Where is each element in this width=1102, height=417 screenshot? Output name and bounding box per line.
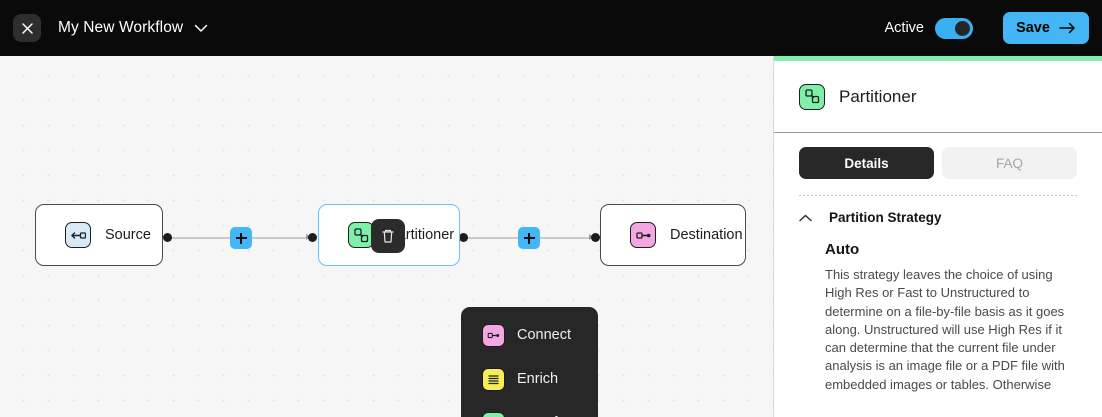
chevron-down-icon [194, 24, 208, 32]
menu-item-enrich-label: Enrich [517, 371, 559, 387]
node-destination[interactable]: Destination [600, 204, 746, 266]
panel-accent-bar [774, 56, 1102, 61]
partitioner-node-icon [348, 222, 374, 248]
panel-header: Partitioner [774, 61, 1102, 133]
node-partitioner[interactable]: Partitioner [318, 204, 460, 266]
save-button[interactable]: Save [1003, 12, 1089, 44]
source-output-handle[interactable] [163, 233, 172, 242]
top-bar-actions: Active Save [885, 12, 1102, 44]
node-source-label: Source [105, 227, 151, 243]
delete-node-button[interactable] [371, 219, 405, 253]
panel-divider [799, 195, 1077, 196]
close-button[interactable] [13, 14, 41, 42]
top-bar: My New Workflow Active Save [0, 0, 1102, 56]
connect-icon [482, 323, 505, 347]
workflow-canvas[interactable]: Source Partitioner Destination [0, 56, 773, 417]
partitioner-node-icon [799, 83, 825, 110]
node-type-context-menu: Connect Enrich Transform [461, 307, 598, 417]
destination-input-handle[interactable] [591, 233, 600, 242]
panel-tabs: Details FAQ [774, 133, 1102, 179]
partitioner-output-handle[interactable] [459, 233, 468, 242]
trash-icon [382, 229, 394, 243]
active-label: Active [884, 20, 925, 36]
add-between-source-partitioner[interactable] [230, 227, 252, 249]
partitioner-input-handle[interactable] [308, 233, 317, 242]
panel-title: Partitioner [839, 86, 917, 106]
details-panel: Partitioner Details FAQ Partition Strate… [773, 56, 1102, 417]
node-destination-label: Destination [670, 227, 743, 243]
menu-item-connect-label: Connect [517, 327, 572, 343]
node-source[interactable]: Source [35, 204, 163, 266]
menu-item-enrich[interactable]: Enrich [461, 357, 598, 401]
toggle-knob [955, 20, 970, 36]
enrich-icon [482, 367, 505, 391]
destination-node-icon [630, 222, 656, 248]
save-label: Save [1016, 20, 1050, 36]
source-node-icon [65, 222, 91, 248]
active-toggle[interactable] [935, 17, 973, 39]
add-between-partitioner-destination[interactable] [518, 227, 540, 249]
section-title: Partition Strategy [829, 210, 942, 225]
menu-item-transform-label: Transform [517, 415, 583, 417]
section-partition-strategy[interactable]: Partition Strategy [774, 196, 1102, 225]
transform-icon [482, 411, 505, 417]
close-icon [21, 22, 33, 34]
workflow-title-dropdown[interactable] [194, 24, 208, 33]
arrow-right-icon [1059, 22, 1075, 34]
workflow-title: My New Workflow [58, 19, 184, 36]
menu-item-transform[interactable]: Transform [461, 401, 598, 417]
strategy-name: Auto [825, 241, 860, 258]
menu-item-connect[interactable]: Connect [461, 313, 598, 357]
chevron-up-icon [799, 214, 812, 221]
tab-details[interactable]: Details [799, 147, 934, 179]
tab-faq[interactable]: FAQ [942, 147, 1077, 179]
strategy-description: This strategy leaves the choice of using… [825, 267, 1065, 392]
